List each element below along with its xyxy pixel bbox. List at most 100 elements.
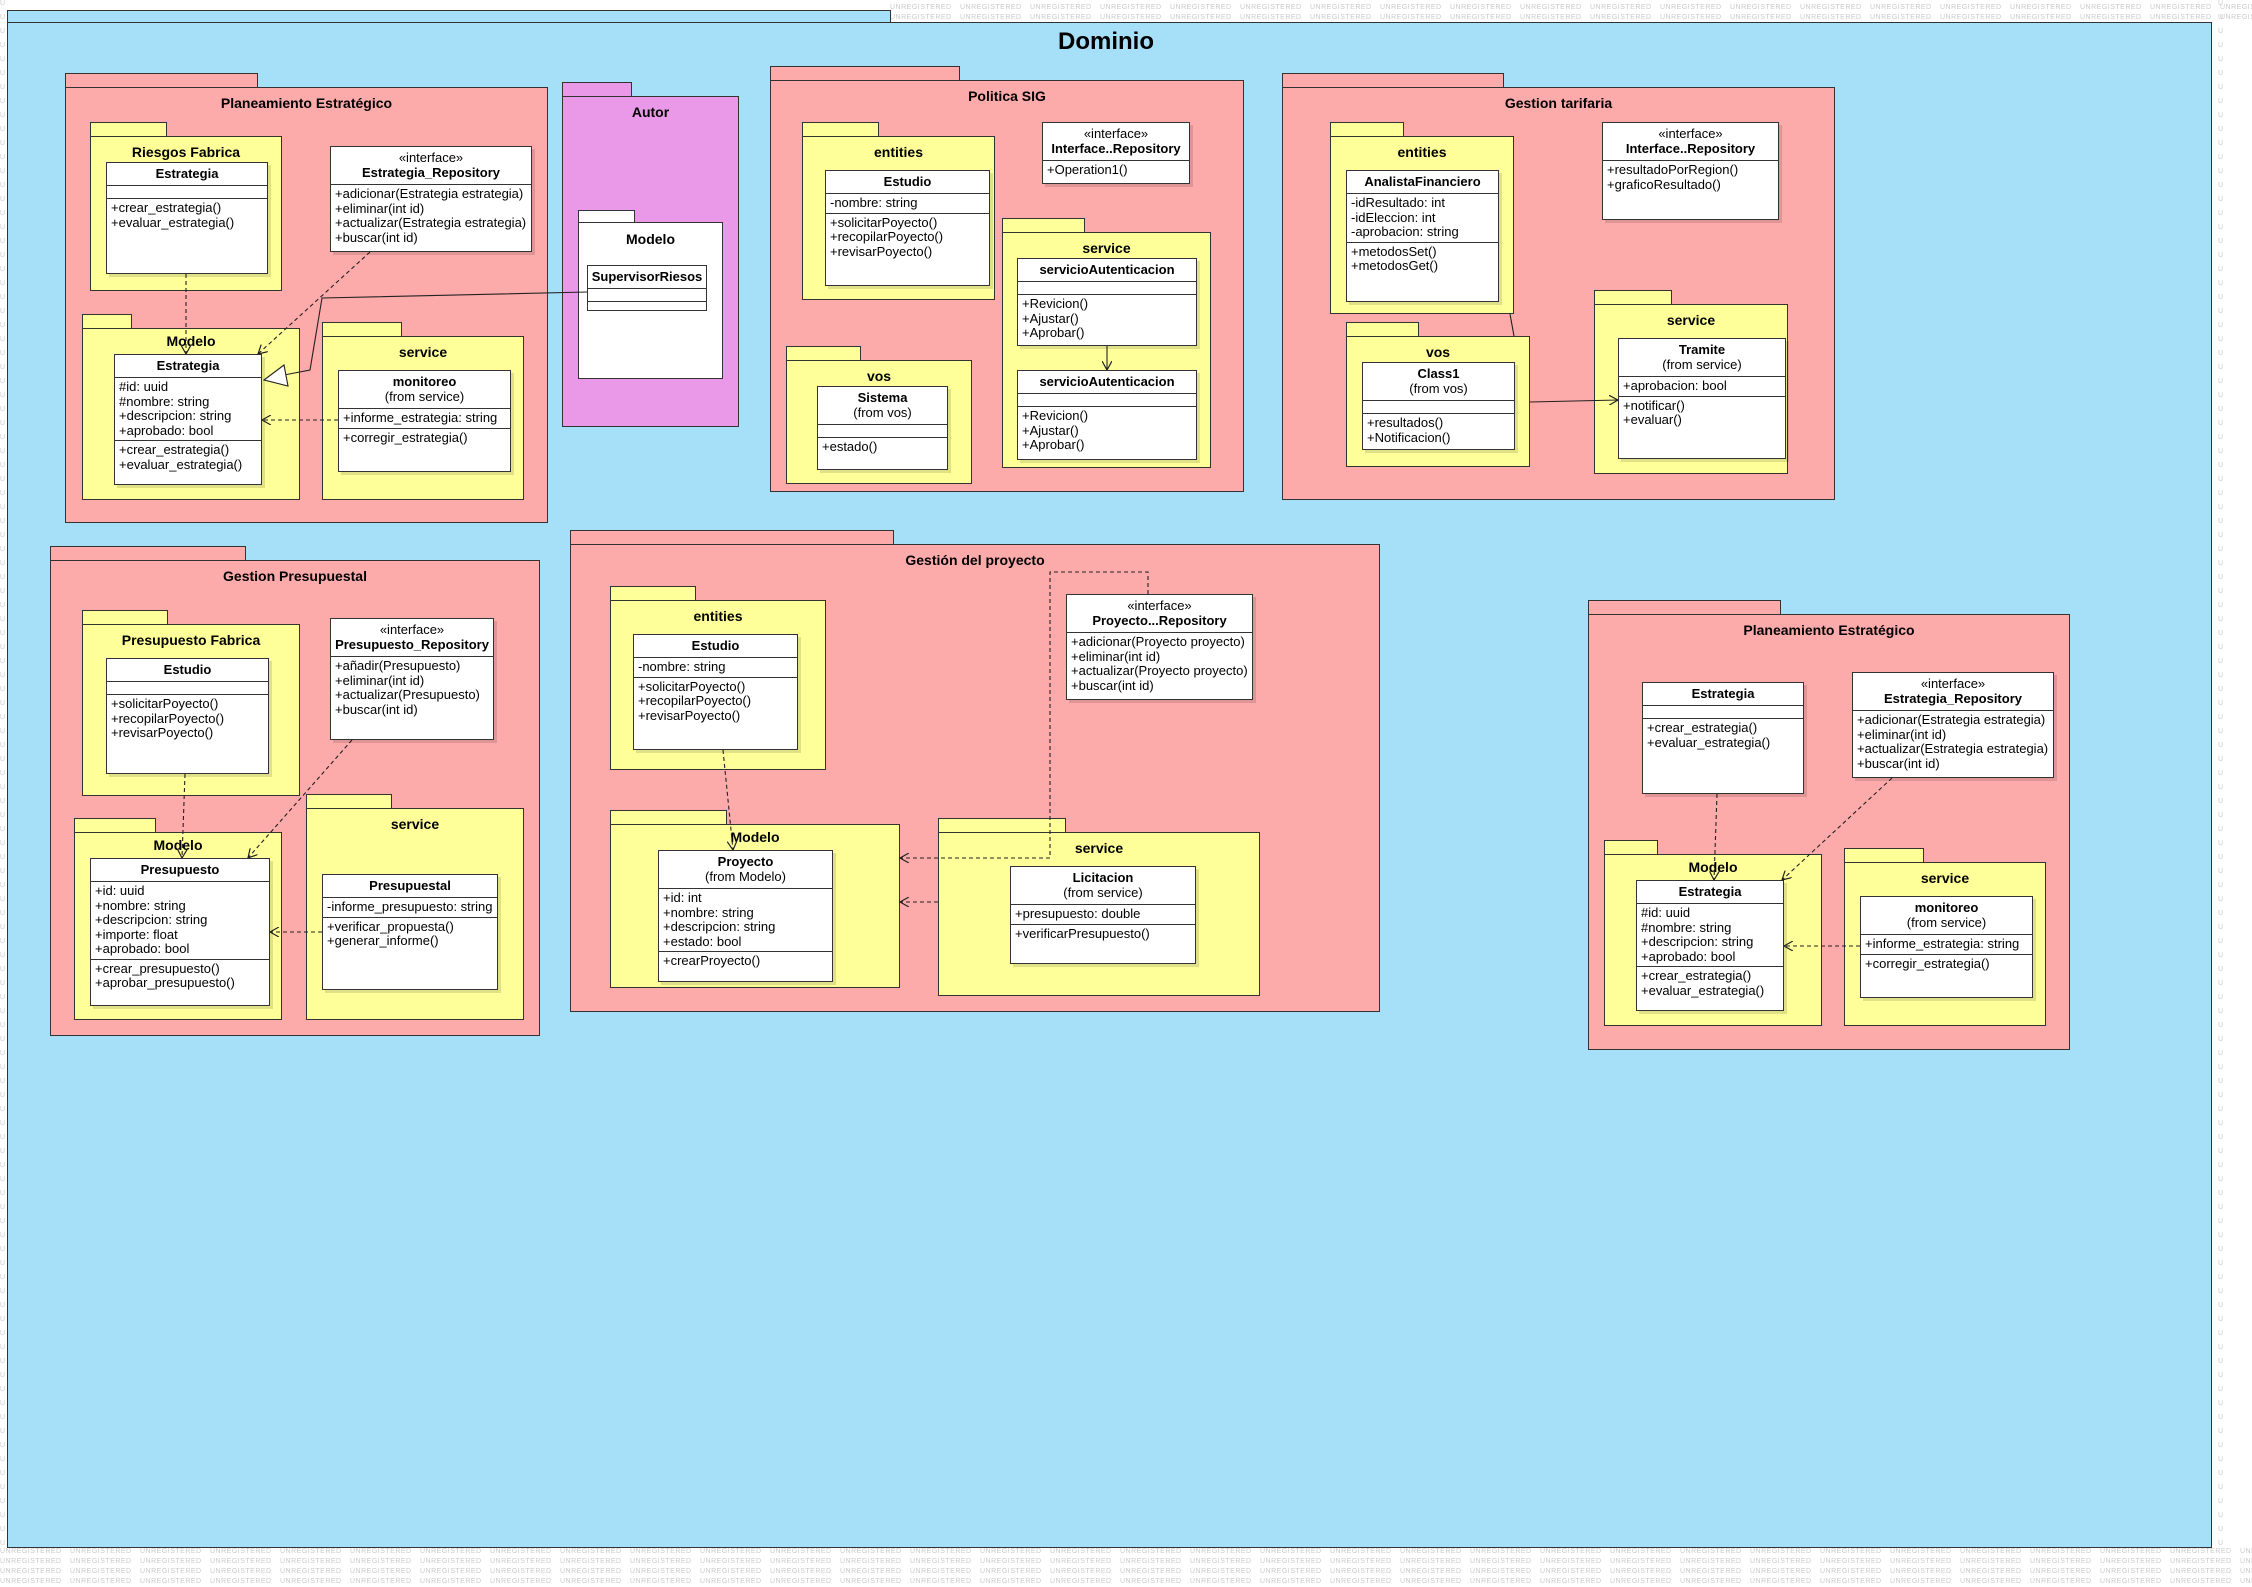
watermark-text: U xyxy=(2218,644,2224,651)
presupuestal-class[interactable]: Presupuestal -informe_presupuesto: strin… xyxy=(322,874,498,990)
watermark-text: U xyxy=(2218,140,2224,147)
watermark-text: UNREGISTERED xyxy=(560,1558,622,1565)
watermark-text: U xyxy=(2218,1218,2224,1225)
watermark-text: UNREGISTERED xyxy=(2010,4,2072,11)
class-name: Interface..Repository xyxy=(1625,141,1756,156)
estrategia-model-class[interactable]: Estrategia #id: uuid#nombre: string+desc… xyxy=(1636,880,1784,1011)
estrategia-repository-interface[interactable]: «interface»Estrategia_Repository +adicio… xyxy=(330,146,532,252)
watermark-text: U xyxy=(2218,0,2224,7)
watermark-text: U xyxy=(0,98,6,105)
watermark-text: UNREGISTERED xyxy=(0,1568,62,1575)
watermark-text: UNREGISTERED xyxy=(1680,1568,1742,1575)
watermark-text: U xyxy=(2218,1078,2224,1085)
estudio-class[interactable]: Estudio +solicitarPoyecto()+recopilarPoy… xyxy=(106,658,269,774)
watermark-text: UNREGISTERED xyxy=(1260,1558,1322,1565)
watermark-text: UNREGISTERED xyxy=(0,1558,62,1565)
watermark-text: UNREGISTERED xyxy=(1330,1548,1392,1555)
presupuesto-repository-interface[interactable]: «interface»Presupuesto_Repository +añadi… xyxy=(330,618,494,740)
watermark-text: U xyxy=(2218,1148,2224,1155)
class-origin: (from service) xyxy=(1063,885,1143,900)
watermark-text: U xyxy=(0,924,6,931)
watermark-text: U xyxy=(0,616,6,623)
watermark-text: U xyxy=(0,392,6,399)
watermark-text: U xyxy=(2218,1498,2224,1505)
watermark-text: UNREGISTERED xyxy=(1660,4,1722,11)
estrategia-repository-interface[interactable]: «interface»Estrategia_Repository +adicio… xyxy=(1852,672,2054,778)
tramite-class[interactable]: Tramite(from service) +aprobacion: bool … xyxy=(1618,338,1786,459)
monitoreo-class[interactable]: monitoreo(from service) +informe_estrate… xyxy=(338,370,511,472)
watermark-text: UNREGISTERED xyxy=(910,1558,972,1565)
member-line: +eliminar(int id) xyxy=(1857,726,1947,742)
analista-financiero-class[interactable]: AnalistaFinanciero -idResultado: int-idE… xyxy=(1346,170,1499,302)
supervisor-riesos-class[interactable]: SupervisorRiesos xyxy=(587,265,707,311)
watermark-text: U xyxy=(0,910,6,917)
watermark-text: U xyxy=(2218,1540,2224,1547)
licitacion-class[interactable]: Licitacion(from service) +presupuesto: d… xyxy=(1010,866,1196,964)
watermark-text: U xyxy=(2218,630,2224,637)
estrategia-class[interactable]: Estrategia +crear_estrategia()+evaluar_e… xyxy=(1642,682,1804,794)
operations: +resultadoPorRegion()+graficoResultado() xyxy=(1603,161,1778,194)
estrategia-model-class[interactable]: Estrategia #id: uuid#nombre: string+desc… xyxy=(114,354,262,485)
watermark-text: U xyxy=(0,574,6,581)
watermark-text: U xyxy=(2218,602,2224,609)
class-name: Estrategia xyxy=(155,166,219,181)
estudio-class[interactable]: Estudio -nombre: string +solicitarPoyect… xyxy=(825,170,990,286)
planeamiento2-tab xyxy=(1588,600,1781,615)
attributes: -informe_presupuesto: string xyxy=(323,898,497,918)
watermark-text: UNREGISTERED xyxy=(420,1568,482,1575)
watermark-text: U xyxy=(2218,1162,2224,1169)
member-line: -nombre: string xyxy=(830,195,918,210)
watermark-text: UNREGISTERED xyxy=(980,1568,1042,1575)
operations: +Revicion()+Ajustar()+Aprobar() xyxy=(1018,295,1196,343)
watermark-text: UNREGISTERED xyxy=(70,1578,132,1585)
servicio-autenticacion-class[interactable]: servicioAutenticacion +Revicion()+Ajusta… xyxy=(1017,258,1197,346)
stereotype: «interface» xyxy=(1127,598,1192,613)
watermark-text: UNREGISTERED xyxy=(1120,1578,1182,1585)
sistema-class[interactable]: Sistema(from vos) +estado() xyxy=(817,386,948,470)
proyecto-class[interactable]: Proyecto(from Modelo) +id: int+nombre: s… xyxy=(658,850,833,982)
modelo-tab xyxy=(1604,840,1658,855)
watermark-text: U xyxy=(2218,266,2224,273)
watermark-text: UNREGISTERED xyxy=(770,1548,832,1555)
class-origin: (from vos) xyxy=(853,405,912,420)
proyecto-repository-interface[interactable]: «interface»Proyecto...Repository +adicio… xyxy=(1066,594,1253,700)
watermark-text: U xyxy=(0,602,6,609)
watermark-text: UNREGISTERED xyxy=(1260,1548,1322,1555)
monitoreo-class[interactable]: monitoreo(from service) +informe_estrate… xyxy=(1860,896,2033,998)
class-name: AnalistaFinanciero xyxy=(1364,174,1481,189)
package-title: Modelo xyxy=(166,333,216,349)
watermark-text: UNREGISTERED xyxy=(560,1548,622,1555)
watermark-text: U xyxy=(0,420,6,427)
class1-class[interactable]: Class1(from vos) +resultados()+Notificac… xyxy=(1362,362,1515,450)
watermark-text: UNREGISTERED xyxy=(140,1558,202,1565)
watermark-text: U xyxy=(0,14,6,21)
watermark-text: U xyxy=(0,28,6,35)
operations: +verificarPresupuesto() xyxy=(1011,925,1195,944)
estrategia-class[interactable]: Estrategia +crear_estrategia()+evaluar_e… xyxy=(106,162,268,274)
watermark-text: UNREGISTERED xyxy=(1190,1558,1252,1565)
watermark-text: UNREGISTERED xyxy=(210,1568,272,1575)
stereotype: «interface» xyxy=(1083,126,1149,141)
watermark-text: U xyxy=(2218,98,2224,105)
watermark-text: U xyxy=(0,1218,6,1225)
watermark-text: U xyxy=(0,112,6,119)
presupuesto-class[interactable]: Presupuesto +id: uuid+nombre: string+des… xyxy=(90,858,270,1006)
watermark-text: U xyxy=(2218,14,2224,21)
watermark-text: UNREGISTERED xyxy=(350,1578,412,1585)
watermark-text: U xyxy=(0,1288,6,1295)
watermark-text: U xyxy=(2218,1190,2224,1197)
watermark-text: U xyxy=(0,1302,6,1309)
class-name: Sistema xyxy=(857,390,908,405)
proyecto-tab xyxy=(570,530,894,545)
interface-repository[interactable]: «interface»Interface..Repository +result… xyxy=(1602,122,1779,220)
servicio-autenticacion-class-2[interactable]: servicioAutenticacion +Revicion()+Ajusta… xyxy=(1017,370,1197,460)
watermark-text: U xyxy=(0,1092,6,1099)
watermark-text: UNREGISTERED xyxy=(280,1558,342,1565)
interface-repository[interactable]: «interface»Interface..Repository +Operat… xyxy=(1042,122,1190,184)
watermark-text: U xyxy=(2218,924,2224,931)
watermark-text: U xyxy=(0,140,6,147)
estudio-class[interactable]: Estudio -nombre: string +solicitarPoyect… xyxy=(633,634,798,750)
watermark-text: U xyxy=(2218,1330,2224,1337)
class-name: Estrategia xyxy=(1678,884,1742,899)
watermark-text: U xyxy=(0,980,6,987)
